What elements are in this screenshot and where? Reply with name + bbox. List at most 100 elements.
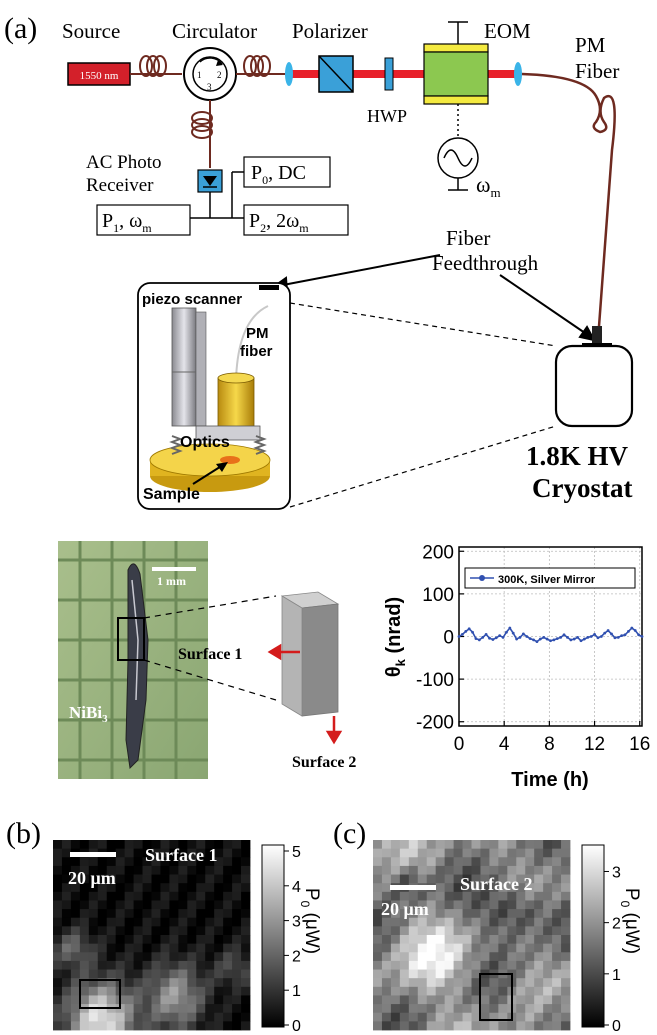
heatmap-pixel (133, 943, 143, 953)
heatmap-pixel (471, 874, 481, 884)
heatmap-pixel (205, 978, 215, 988)
heatmap-pixel (373, 1012, 383, 1022)
heatmap-pixel (214, 969, 224, 979)
chart-point (464, 629, 468, 633)
heatmap-pixel (169, 952, 179, 962)
heatmap-pixel (453, 1004, 463, 1014)
heatmap-pixel (543, 865, 553, 875)
inset-pm-label-2: fiber (240, 343, 273, 360)
heatmap-pixel (435, 969, 446, 979)
heatmap-pixel (561, 995, 571, 1005)
heatmap-pixel (205, 891, 215, 901)
heatmap-pixel (516, 900, 526, 910)
heatmap-pixel (426, 978, 437, 988)
heatmap-pixel (381, 857, 392, 867)
heatmap-pixel (507, 926, 517, 936)
heatmap-pixel (205, 995, 215, 1005)
heatmap-pixel (417, 1004, 428, 1014)
chart-point (518, 635, 522, 639)
heatmap-pixel (241, 874, 251, 884)
chart-point (589, 635, 593, 638)
heatmap-pixel (160, 986, 170, 996)
heatmap-pixel (462, 1021, 472, 1031)
heatmap-pixel (178, 960, 188, 970)
chart-point (508, 626, 512, 630)
heatmap-pixel (106, 995, 117, 1005)
heatmap-pixel (444, 917, 454, 927)
heatmap-pixel (516, 952, 526, 962)
heatmap-pixel (399, 1004, 410, 1014)
heatmap-pixel (417, 874, 428, 884)
heatmap-pixel (373, 926, 383, 936)
heatmap-pixel (124, 883, 134, 893)
chart-point (457, 635, 461, 638)
heatmap-pixel (426, 969, 437, 979)
heatmap-pixel (241, 995, 251, 1005)
heatmap-pixel (543, 874, 553, 884)
heatmap-pixel (196, 1004, 206, 1014)
heatmap-pixel (88, 891, 99, 901)
heatmap-b-scale-label: 20 μm (68, 868, 116, 888)
heatmap-pixel (534, 969, 544, 979)
heatmap-pixel (241, 1021, 251, 1031)
heatmap-pixel (88, 926, 99, 936)
heatmap-pixel (453, 952, 463, 962)
heatmap-pixel (426, 848, 437, 858)
heatmap-pixel (133, 883, 143, 893)
heatmap-pixel (61, 960, 72, 970)
heatmap-pixel (507, 952, 517, 962)
heatmap-pixel (61, 874, 72, 884)
colorbar-tick-label: 2 (612, 916, 621, 933)
heatmap-pixel (106, 874, 117, 884)
heatmap-pixel (115, 840, 126, 850)
pm-fiber (521, 72, 616, 341)
heatmap-pixel (178, 857, 188, 867)
heatmap-pixel (399, 995, 410, 1005)
heatmap-pixel (552, 1004, 562, 1014)
heatmap-pixel (417, 1012, 428, 1022)
heatmap-pixel (214, 943, 224, 953)
heatmap-pixel (381, 969, 392, 979)
heatmap-pixel (435, 900, 446, 910)
heatmap-pixel (53, 857, 63, 867)
heatmap-pixel (534, 865, 544, 875)
heatmap-pixel (79, 969, 90, 979)
heatmap-pixel (399, 840, 410, 850)
heatmap-pixel (462, 857, 472, 867)
photo-scale-bar (152, 567, 196, 571)
heatmap-pixel (106, 857, 117, 867)
heatmap-pixel (133, 986, 143, 996)
heatmap-pixel (142, 874, 152, 884)
heatmap-pixel (187, 848, 197, 858)
heatmap-pixel (196, 1021, 206, 1031)
heatmap-pixel (552, 978, 562, 988)
heatmap-pixel (124, 926, 134, 936)
heatmap-pixel (507, 865, 517, 875)
heatmap-pixel (70, 891, 81, 901)
heatmap-pixel (133, 900, 143, 910)
heatmap-pixel (160, 848, 170, 858)
heatmap-pixel (169, 960, 179, 970)
heatmap-pixel (417, 943, 428, 953)
heatmap-pixel (53, 978, 63, 988)
heatmap-pixel (507, 857, 517, 867)
heatmap-pixel (151, 1012, 161, 1022)
heatmap-pixel (552, 840, 562, 850)
heatmap-pixel (232, 840, 242, 850)
heatmap-pixel (426, 874, 437, 884)
heatmap-pixel (178, 865, 188, 875)
heatmap-pixel (160, 926, 170, 936)
heatmap-pixel (178, 969, 188, 979)
chart-legend: 300K, Silver Mirror (464, 567, 636, 589)
heatmap-pixel (426, 935, 437, 945)
heatmap-pixel (408, 909, 419, 919)
heatmap-pixel (61, 865, 72, 875)
heatmap-pixel (534, 1004, 544, 1014)
heatmap-pixel (160, 943, 170, 953)
heatmap-pixel (408, 1012, 419, 1022)
heatmap-pixel (561, 935, 571, 945)
chart-point (610, 632, 613, 636)
chart-point (606, 629, 610, 632)
heatmap-pixel (241, 883, 251, 893)
heatmap-pixel (390, 917, 401, 927)
